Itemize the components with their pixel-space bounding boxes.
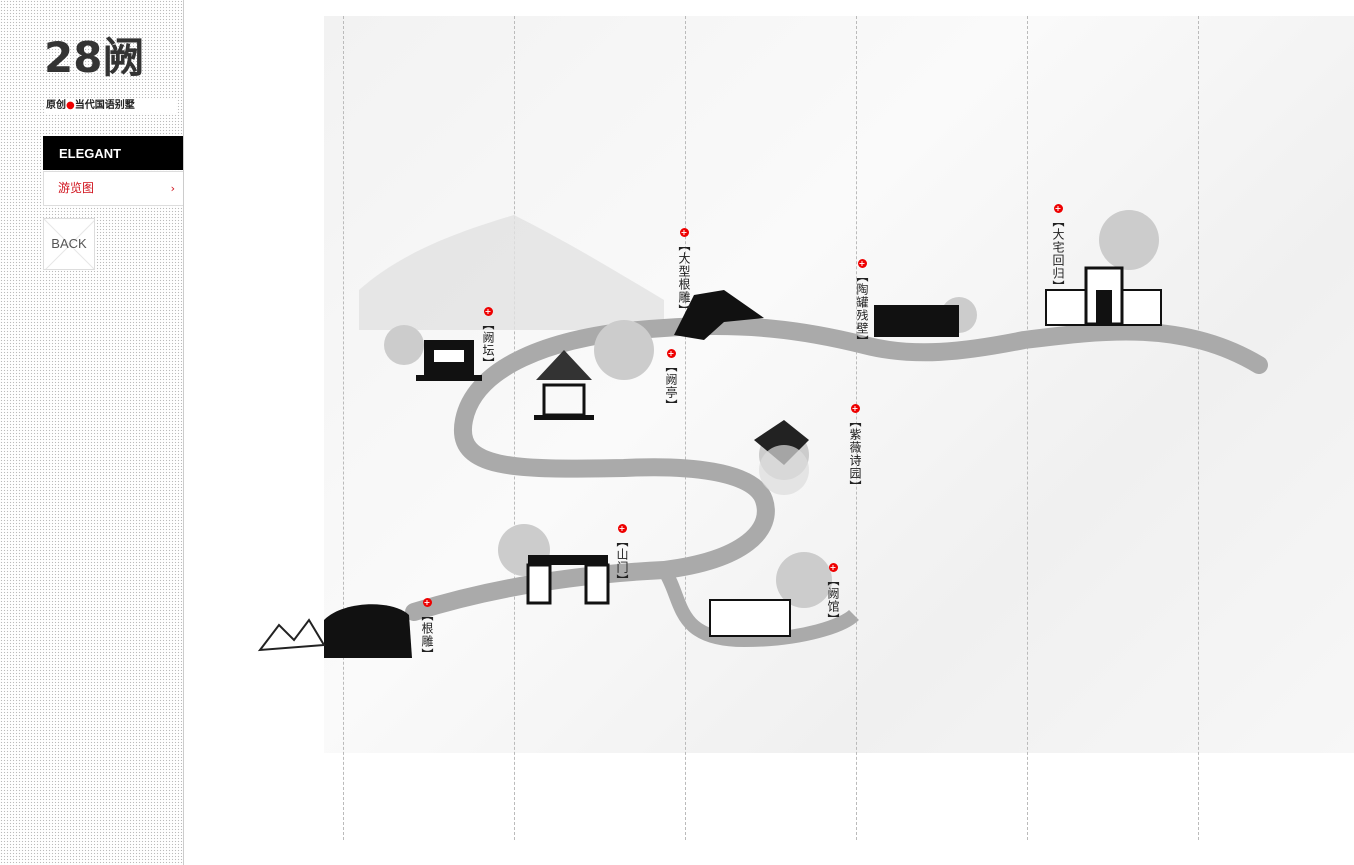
- spot-label: 【阙馆】: [826, 574, 840, 626]
- divider-line: [343, 16, 344, 840]
- plus-circle-icon: +: [679, 228, 689, 237]
- spot-mountain-gate[interactable]: + 【山门】: [615, 524, 629, 587]
- hall: [709, 599, 791, 637]
- plus-circle-icon: +: [666, 349, 676, 358]
- plus-circle-icon: +: [422, 598, 432, 607]
- divider-line: [514, 16, 515, 840]
- plus-circle-icon: +: [483, 307, 493, 316]
- gate: [526, 555, 610, 605]
- plus-circle-icon: +: [617, 524, 627, 533]
- back-button[interactable]: BACK: [43, 218, 95, 270]
- poetry-garden: [754, 420, 809, 495]
- divider-line: [1027, 16, 1028, 840]
- plus-circle-icon: +: [857, 259, 867, 268]
- spot-root-carving-large[interactable]: + 【大型根雕】: [677, 228, 691, 317]
- divider-line: [1198, 16, 1199, 840]
- spot-label: 【大型根雕】: [677, 239, 691, 317]
- plus-circle-icon: +: [1053, 204, 1063, 213]
- spot-mansion[interactable]: + 【大宅回归】: [1051, 204, 1065, 293]
- divider-line: [685, 16, 686, 840]
- mansion: [1045, 266, 1162, 326]
- rocks: [257, 618, 326, 652]
- tree: [384, 210, 1159, 608]
- spot-label: 【紫薇诗园】: [848, 415, 862, 493]
- plus-circle-icon: +: [828, 563, 838, 572]
- building-altar: [416, 340, 482, 381]
- clay-wall: [874, 305, 959, 337]
- logo-mark[interactable]: 28阙: [44, 33, 145, 82]
- mountain-wash: [359, 215, 664, 330]
- spot-que-altar[interactable]: + 【阙坛】: [481, 307, 495, 370]
- spot-label: 【山门】: [615, 535, 629, 587]
- back-label: BACK: [51, 236, 87, 251]
- spot-label: 【陶罐残壁】: [855, 270, 869, 348]
- logo-tagline: 原创●当代国语别墅: [46, 99, 176, 113]
- spot-que-hall[interactable]: + 【阙馆】: [826, 563, 840, 626]
- cross-lines-icon: [44, 219, 94, 269]
- spot-clay-wall[interactable]: + 【陶罐残壁】: [855, 259, 869, 348]
- sidebar: 28阙 原创●当代国语别墅 ELEGANT 游览图 › BACK: [0, 0, 184, 865]
- entrance-stone: [324, 604, 412, 658]
- road: [405, 317, 1268, 621]
- road-branch: [658, 566, 859, 648]
- spot-que-pavilion[interactable]: + 【阙亭】: [664, 349, 678, 412]
- spot-poetry-garden[interactable]: + 【紫薇诗园】: [848, 404, 862, 493]
- tagline-left: 原创: [46, 100, 66, 111]
- nav-item-tour-map[interactable]: 游览图 ›: [43, 171, 183, 206]
- red-dot-icon: ●: [66, 100, 75, 111]
- tagline-right: 当代国语别墅: [74, 100, 135, 111]
- building-pavilion: [534, 350, 594, 420]
- spot-label: 【大宅回归】: [1051, 215, 1065, 293]
- chevron-right-icon: ›: [170, 182, 175, 195]
- spot-label: 【根雕】: [420, 609, 434, 661]
- tour-map: + 【阙坛】 + 【大型根雕】 + 【阙亭】 + 【陶罐残壁】 + 【大宅回归】 + 【紫薇…: [184, 0, 1354, 865]
- map-drawing: [257, 210, 1268, 658]
- divider-line: [856, 16, 857, 840]
- spot-root-carving[interactable]: + 【根雕】: [420, 598, 434, 661]
- root-carving: [674, 290, 764, 340]
- spot-label: 【阙坛】: [481, 318, 495, 370]
- spot-label: 【阙亭】: [664, 360, 678, 412]
- section-title: ELEGANT: [43, 136, 183, 170]
- plus-circle-icon: +: [850, 404, 860, 413]
- nav-item-label: 游览图: [58, 181, 95, 195]
